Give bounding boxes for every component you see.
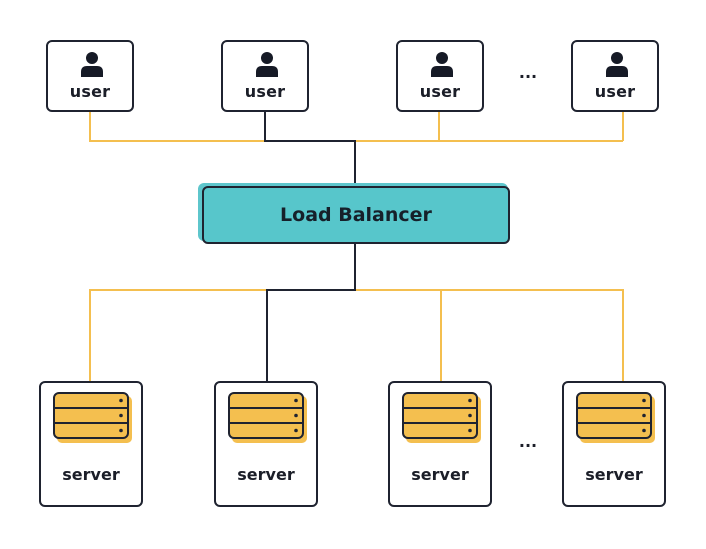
server-node: server	[214, 381, 318, 507]
server-rack-icon	[53, 392, 132, 443]
load-balancer-node: Load Balancer	[202, 186, 510, 244]
server-label: server	[237, 465, 295, 484]
server-label: server	[411, 465, 469, 484]
user-label: user	[69, 82, 111, 101]
active-server-connector	[266, 244, 356, 381]
person-icon	[431, 52, 453, 77]
user-node: user	[571, 40, 659, 112]
server-node: server	[562, 381, 666, 507]
load-balancer-label: Load Balancer	[280, 204, 432, 226]
server-rack-icon	[228, 392, 307, 443]
user-label: user	[419, 82, 461, 101]
person-icon	[606, 52, 628, 77]
servers-ellipsis: ...	[518, 432, 538, 451]
user-node: user	[46, 40, 134, 112]
server-label: server	[585, 465, 643, 484]
server-node: server	[39, 381, 143, 507]
server-label: server	[62, 465, 120, 484]
users-ellipsis: ...	[518, 63, 538, 82]
server-rack-icon	[402, 392, 481, 443]
active-user-connector	[264, 111, 356, 186]
server-rack-icon	[576, 392, 655, 443]
server-connector-lines	[89, 289, 624, 381]
person-icon	[256, 52, 278, 77]
user-label: user	[244, 82, 286, 101]
user-label: user	[594, 82, 636, 101]
server-node: server	[388, 381, 492, 507]
user-node: user	[221, 40, 309, 112]
user-connector-lines	[89, 111, 624, 142]
user-node: user	[396, 40, 484, 112]
person-icon	[81, 52, 103, 77]
